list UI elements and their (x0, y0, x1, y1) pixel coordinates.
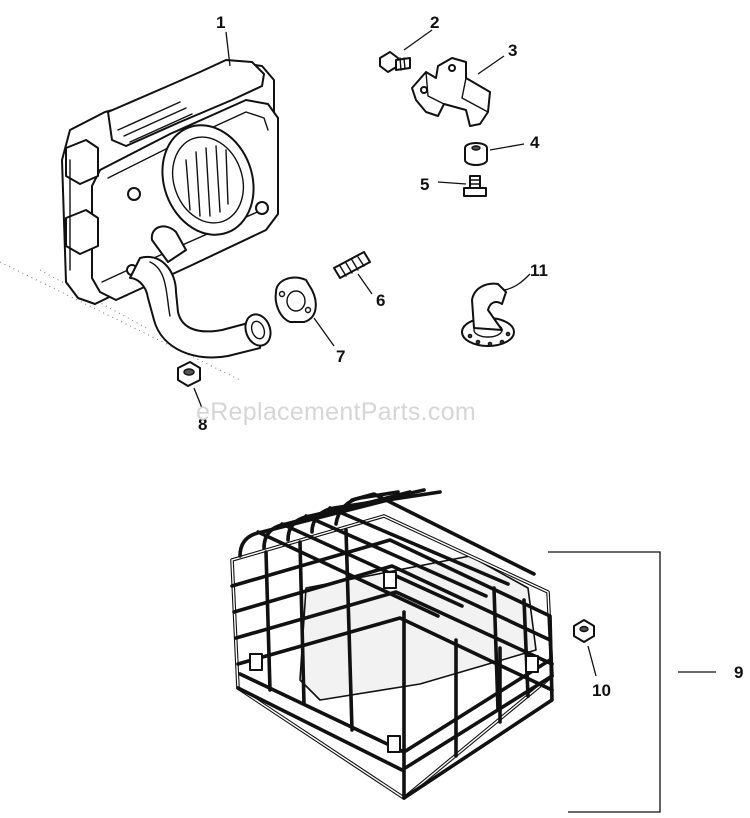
watermark-text: eReplacementParts.com (196, 398, 476, 426)
muffler (61, 59, 279, 305)
callout-11: 11 (530, 261, 548, 280)
stud (333, 251, 373, 295)
gasket (274, 276, 335, 347)
leader-1 (225, 31, 231, 67)
callout-8: 8 (198, 415, 207, 434)
bolt (437, 175, 487, 197)
screw (379, 29, 433, 73)
bracket (411, 55, 505, 127)
spacer (464, 142, 525, 166)
alignment-lines (0, 261, 241, 381)
nut (177, 361, 203, 409)
callout-6: 6 (376, 291, 385, 310)
elbow-pipe (461, 273, 531, 347)
callout-2: 2 (430, 13, 439, 32)
muffler-exhaust-pipe (129, 225, 272, 359)
callout-3: 3 (508, 41, 517, 60)
callout-4: 4 (530, 133, 540, 152)
callout-9: 9 (734, 663, 743, 682)
muffler-guard-cage (230, 488, 716, 813)
callout-5: 5 (420, 175, 429, 194)
callout-10: 10 (592, 681, 611, 700)
guard-nut (573, 619, 597, 677)
callout-7: 7 (336, 347, 345, 366)
callout-1: 1 (216, 13, 225, 32)
